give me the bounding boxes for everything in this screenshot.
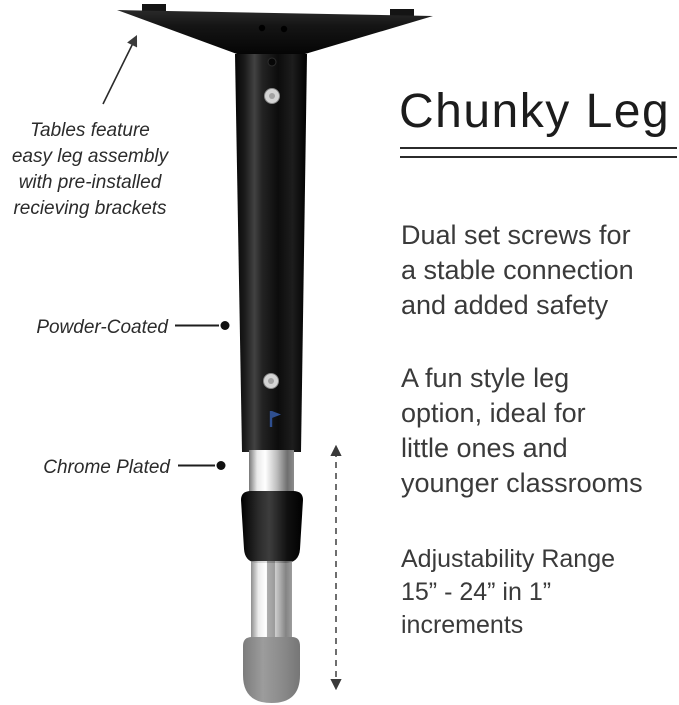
- set-screw-top: [264, 88, 280, 104]
- chrome-upper-tube: [249, 450, 294, 494]
- screw-hole: [267, 57, 277, 67]
- mounting-plate: [117, 4, 433, 54]
- feature-set-screws: Dual set screws for a stable connection …: [401, 220, 634, 320]
- powder-coated-connector: [175, 321, 230, 330]
- set-screw-bottom: [263, 373, 279, 389]
- chrome-plated-connector: [178, 461, 226, 470]
- feature-adjustability-range: Adjustability Range 15” - 24” in 1” incr…: [401, 545, 616, 639]
- brand-mark-icon: [269, 411, 281, 427]
- feature-fun-style: A fun style leg option, ideal for little…: [401, 363, 643, 498]
- assembly-callout-text: Tables feature easy leg assembly with pr…: [11, 120, 169, 219]
- page-title: Chunky Leg: [399, 85, 671, 138]
- rubber-collar: [241, 491, 303, 563]
- title-double-underline: [400, 147, 677, 158]
- assembly-arrow: [102, 34, 138, 105]
- ghost-extension-tube: [251, 561, 292, 639]
- chrome-plated-label: Chrome Plated: [43, 457, 170, 478]
- leg-column: [235, 54, 307, 452]
- powder-coated-label: Powder-Coated: [36, 317, 168, 338]
- ghost-foot: [243, 637, 300, 703]
